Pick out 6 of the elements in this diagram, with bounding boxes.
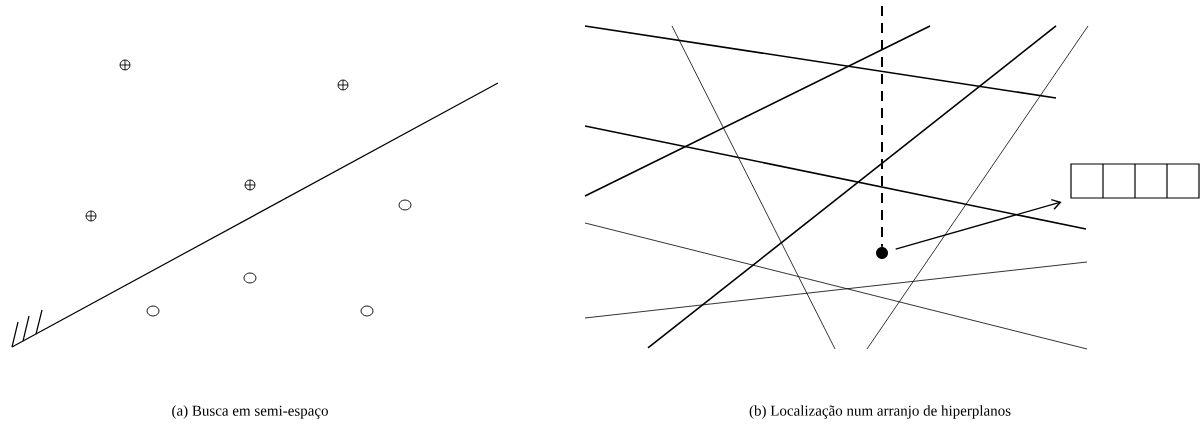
caption: (b) Localização num arranjo de hiperplanos xyxy=(749,405,1011,419)
caption: (a) Busca em semi-espaço xyxy=(172,405,328,419)
arrow xyxy=(894,198,1062,250)
query-point xyxy=(876,247,888,259)
query-ray xyxy=(881,5,883,248)
array-drawing xyxy=(1070,163,1200,199)
